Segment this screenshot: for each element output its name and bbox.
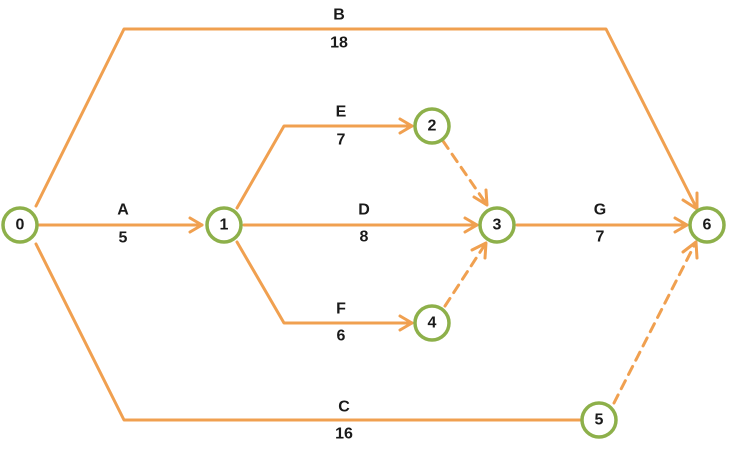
node-6: 6 [688,206,726,244]
edge-A-duration: 5 [119,230,128,247]
node-2: 2 [413,107,451,145]
edge-G-duration: 7 [596,229,605,246]
edge-E-activity: E [336,104,347,121]
node-0-label: 0 [16,217,25,234]
edge-E-duration: 7 [337,132,346,149]
edge-labels: B 18 A 5 E 7 D 8 F 6 G 7 C 16 [117,7,606,443]
node-6-label: 6 [703,217,712,234]
edge-A-arrowhead [188,216,204,234]
edge-E [235,124,414,210]
edge-A-activity: A [117,202,129,219]
nodes: 0 1 2 3 4 5 6 [1,107,726,439]
dummy-edge-4-3-arrowhead [470,241,488,260]
node-2-label: 2 [428,118,437,135]
edge-G-activity: G [594,202,606,219]
node-5: 5 [580,401,618,439]
node-1: 1 [205,206,243,244]
node-3-label: 3 [493,217,502,234]
edge-B [34,27,699,211]
edge-B-duration: 18 [330,35,348,52]
edge-C-activity: C [338,399,350,416]
edge-C-duration: 16 [335,426,353,443]
dummy-edge-2-3 [441,139,489,207]
node-0: 0 [1,206,39,244]
edge-D-activity: D [358,202,370,219]
edge-C [34,242,582,422]
dummy-edge-4-3 [443,241,488,308]
edge-G-arrowhead [673,216,689,234]
edge-D-duration: 8 [360,229,369,246]
edge-F-arrowhead [398,314,414,332]
edge-F-activity: F [336,301,346,318]
edge-F-duration: 6 [337,328,346,345]
dummy-edge-5-6-arrowhead [681,240,699,260]
node-5-label: 5 [595,412,604,429]
dummy-edge-2-3-arrowhead [472,188,489,207]
edge-F [235,240,414,325]
edge-B-arrowhead [681,191,699,211]
edge-B-activity: B [333,7,345,24]
node-3: 3 [478,206,516,244]
node-4-label: 4 [428,315,437,332]
edges [34,27,699,422]
edge-D-arrowhead [463,216,479,234]
node-1-label: 1 [220,217,229,234]
node-4: 4 [413,304,451,342]
edge-E-arrowhead [398,117,414,135]
dummy-edge-5-6 [612,240,698,405]
